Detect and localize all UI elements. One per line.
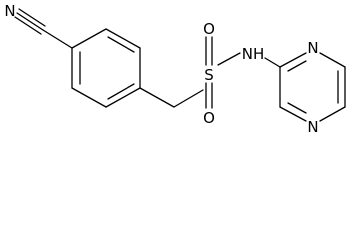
pyrimidine-bond-n1-c6 — [319, 52, 346, 68]
bond-nh-to-pyrimidine — [264, 57, 281, 68]
benzene-ring — [71, 28, 141, 108]
pyrimidine-double-bond-inner-3 — [287, 102, 307, 114]
atom-nh: NH — [242, 45, 265, 63]
bond-ring-to-ch2 — [139, 87, 175, 108]
benzene-bond-5 — [71, 87, 107, 108]
benzene-bond-4 — [105, 87, 141, 108]
pyrimidine-bond-c2-n3 — [279, 106, 307, 122]
atom-sulfur: S — [204, 66, 214, 84]
atom-pyrimidine-n-bottom: N — [307, 118, 318, 136]
benzene-double-bond-inner-3 — [107, 83, 135, 100]
bond-s-o-top — [205, 36, 213, 66]
pyrimidine-bond-c2-n1 — [279, 52, 307, 68]
benzene-double-bond-inner-2 — [107, 36, 135, 53]
bond-nitrile-c-to-ring — [42, 29, 73, 49]
atom-oxygen-bottom: O — [203, 109, 215, 127]
atom-nitrile-n: N — [4, 2, 15, 20]
pyrimidine-bond-c5-c4 — [319, 106, 346, 122]
bond-s-o-bottom — [205, 82, 213, 109]
atom-pyrimidine-n-top: N — [307, 39, 318, 57]
bond-ch2-to-sulfur — [173, 89, 204, 108]
benzene-bond-1 — [71, 28, 107, 49]
bond-sulfur-to-nh — [217, 52, 241, 66]
pyrimidine-double-bond-inner-1 — [287, 60, 307, 72]
nitrile-triple-bond — [14, 8, 46, 35]
pyrimidine-ring — [279, 52, 346, 122]
benzene-bond-2 — [105, 28, 141, 49]
structure-diagram: N S O O NH N N — [4, 2, 346, 136]
atom-oxygen-top: O — [203, 20, 215, 38]
